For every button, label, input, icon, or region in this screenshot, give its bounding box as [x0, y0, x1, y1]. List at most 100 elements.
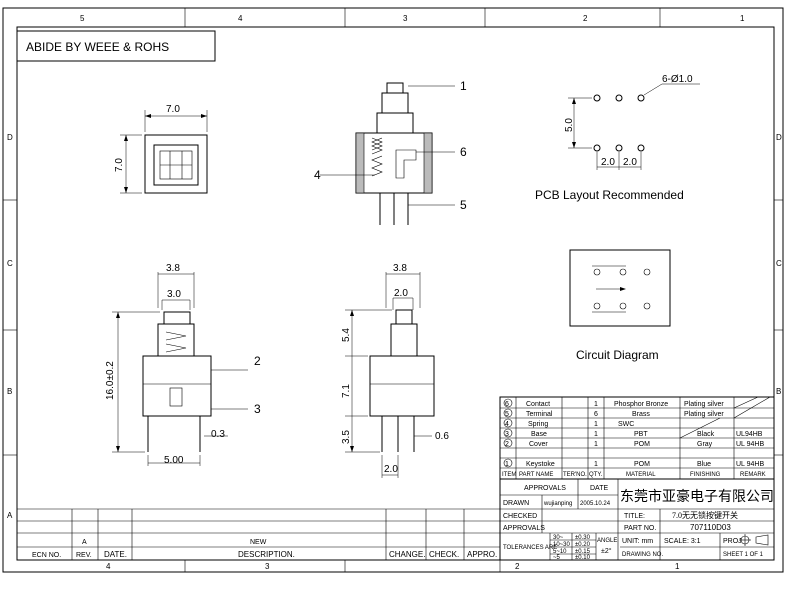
bom-material: POM	[634, 441, 650, 448]
top-view-height: 7.0	[114, 158, 125, 172]
bom-item: 3	[505, 431, 509, 438]
pcb-pitch-b: 2.0	[623, 157, 637, 168]
title-block	[499, 478, 775, 561]
rev-date-label: DATE.	[104, 550, 127, 559]
bom-header-material: MATERIAL	[626, 472, 656, 478]
tb-approvals2: APPROVALS	[503, 525, 545, 532]
zone-left-d: D	[7, 133, 13, 142]
tb-tol-range-1: 30~	[553, 535, 564, 541]
tb-tol-value-3: ±0.15	[575, 549, 591, 555]
bom-remark: UL 94HB	[736, 461, 764, 468]
bom-item: 2	[505, 441, 509, 448]
bom-finishing: Plating silver	[684, 401, 724, 408]
zone-top-1: 1	[740, 14, 745, 23]
callout-4: 4	[314, 168, 321, 182]
rev-a: A	[82, 539, 87, 546]
bom-header-item: ITEM	[502, 472, 516, 478]
pcb-pitch-a: 2.0	[601, 157, 615, 168]
bom-finishing: Black	[697, 431, 715, 438]
tb-part-no-label: PART NO.	[624, 525, 656, 532]
tb-unit: UNIT: mm	[622, 538, 653, 545]
rev-appro-label: APPRO.	[467, 550, 497, 559]
rev-new: NEW	[250, 539, 267, 546]
zone-top-5: 5	[80, 14, 85, 23]
bom-part-name: Terminal	[526, 411, 553, 418]
bom-finishing: Plating silver	[684, 411, 724, 418]
bom-row-5: 5 Terminal 6 Brass Plating silver	[503, 408, 724, 418]
zone-left-a: A	[7, 511, 13, 520]
bom-material: Brass	[632, 411, 650, 418]
tb-tol-range-3: 5~10	[553, 549, 567, 555]
rev-description-label: DESCRIPTION.	[238, 550, 295, 559]
front-top-width: 3.8	[166, 263, 180, 274]
pcb-caption: PCB Layout Recommended	[535, 188, 684, 202]
callout-5: 5	[460, 198, 467, 212]
revision-block	[17, 508, 500, 560]
bom-table	[499, 396, 775, 480]
bom-qty: 1	[594, 421, 598, 428]
bom-item: 6	[505, 401, 509, 408]
tb-drawing-no-label: DRAWING NO.	[622, 552, 663, 558]
zone-bottom-4: 4	[106, 562, 111, 571]
side-pin-length: 3.5	[341, 430, 352, 444]
zone-top-4: 4	[238, 14, 243, 23]
tb-tol-value-4: ±0.10	[575, 555, 591, 561]
top-view	[120, 110, 208, 194]
tb-tol-value-2: ±0.20	[575, 542, 591, 548]
rev-rev-label: REV.	[76, 552, 92, 559]
tb-proj: PROJ	[723, 538, 742, 545]
tb-tol-range-2: 10~30	[553, 542, 571, 548]
side-top-width: 3.8	[393, 263, 407, 274]
side-body-height: 7.1	[341, 384, 352, 398]
bom-qty: 6	[594, 411, 598, 418]
pcb-height: 5.0	[564, 118, 575, 132]
zone-bottom-2: 2	[515, 562, 520, 571]
bom-part-name: Cover	[529, 441, 548, 448]
bom-finishing: Gray	[697, 441, 713, 448]
bom-material: PBT	[634, 431, 648, 438]
zone-left-c: C	[7, 259, 13, 268]
tb-drawn-label: DRAWN	[503, 500, 529, 507]
bom-part-name: Spring	[528, 421, 548, 428]
rohs-note: ABIDE BY WEEE & ROHS	[26, 40, 169, 54]
tb-scale: SCALE: 3:1	[664, 538, 701, 545]
circuit-caption: Circuit Diagram	[576, 348, 659, 362]
tb-tol-range-4: ~5	[553, 555, 561, 561]
bom-material: SWC	[618, 421, 634, 428]
bom-header-ter-no: TER'NO.	[563, 472, 587, 478]
rev-change-label: CHANGE.	[389, 550, 425, 559]
tb-drawn-by: wujianping	[543, 501, 572, 507]
zone-bottom-3: 3	[265, 562, 270, 571]
bom-part-name: Base	[531, 431, 547, 438]
section-view	[320, 82, 455, 225]
tb-drawn-date: 2005.10.24	[580, 501, 611, 507]
zone-labels: 5 4 3 2 1 4 3 2 1 D C B A D C B	[7, 14, 782, 571]
side-stem-width: 2.0	[394, 288, 408, 299]
side-view	[345, 272, 435, 478]
bom-part-name: Contact	[526, 401, 550, 408]
tb-tol-value-1: ±0.30	[575, 535, 591, 541]
zone-top-3: 3	[403, 14, 408, 23]
rev-ecn-label: ECN NO.	[32, 552, 61, 559]
bom-remark: UL94HB	[736, 431, 763, 438]
front-pin-thickness: 0.3	[211, 429, 225, 440]
bom-header-finishing: FINISHING	[690, 472, 721, 478]
side-pin-width: 0.6	[435, 431, 449, 442]
rohs-note-box	[16, 30, 216, 62]
pcb-layout	[568, 83, 700, 170]
side-pin-pitch: 2.0	[384, 464, 398, 475]
sheet-border	[2, 7, 784, 573]
tb-company: 东莞市亚豪电子有限公司	[620, 488, 774, 505]
rev-check-label: CHECK.	[429, 550, 459, 559]
tb-sheet: SHEET 1 OF 1	[723, 552, 764, 558]
bom-header-qty: QTY.	[589, 472, 603, 478]
bom-row-4: 4 Spring 1 SWC	[503, 418, 634, 428]
bom-row-3: 3 Base 1 PBT Black UL94HB	[503, 428, 763, 438]
bom-rows: 6 Contact 1 Phosphor Bronze Plating silv…	[503, 398, 764, 468]
bom-qty: 1	[594, 441, 598, 448]
tb-approvals: APPROVALS	[524, 485, 566, 492]
zone-top-2: 2	[583, 14, 588, 23]
bom-row-6: 6 Contact 1 Phosphor Bronze Plating silv…	[503, 398, 724, 408]
callout-3: 3	[254, 402, 261, 416]
